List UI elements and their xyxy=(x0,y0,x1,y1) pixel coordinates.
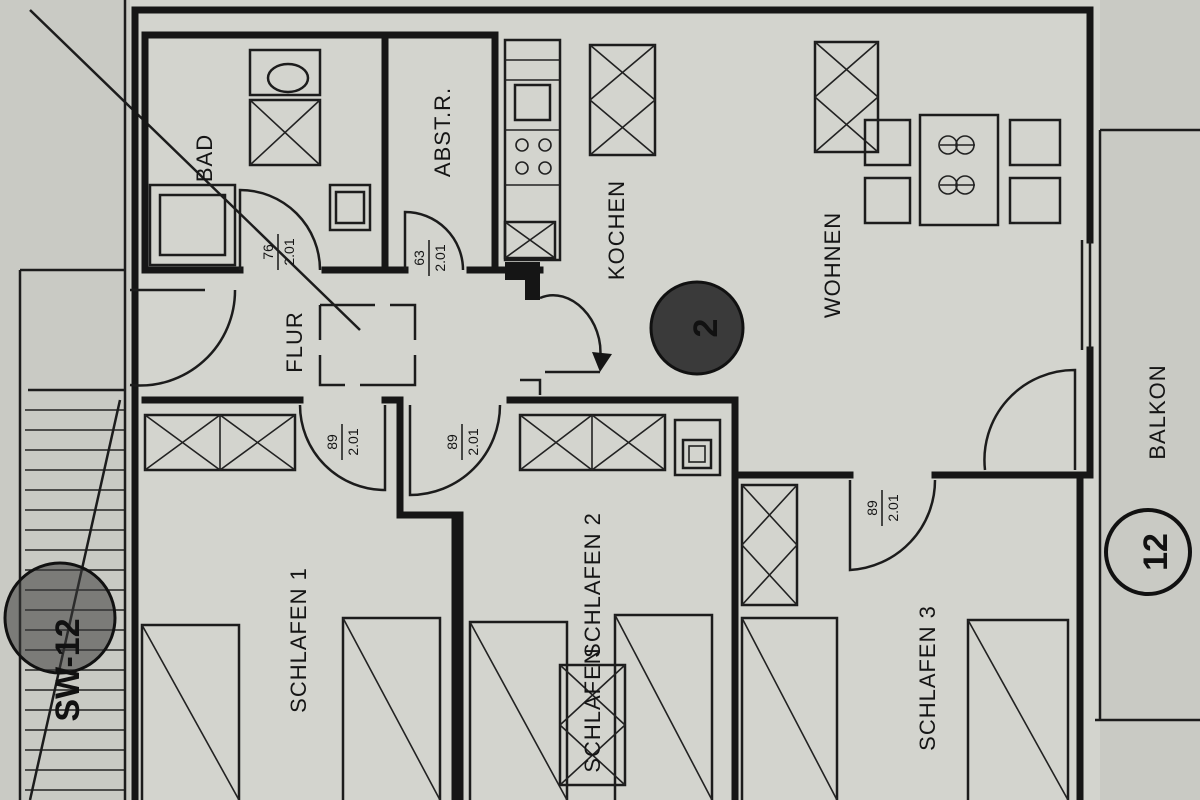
room-label-kochen: KOCHEN xyxy=(604,180,629,280)
room-label-abstellraum: ABST.R. xyxy=(430,87,455,177)
room-label-schlafen-2: SCHLAFEN 2 xyxy=(580,512,605,658)
unit-marker-balkon: 12 xyxy=(1104,508,1192,596)
room-label-balkon: BALKON xyxy=(1145,364,1170,459)
door-height: 2.01 xyxy=(281,238,297,265)
unit-marker-number: 2 xyxy=(687,319,725,338)
room-label-bad: BAD xyxy=(192,134,217,182)
door-width: 89 xyxy=(444,434,460,450)
door-dimension-bad: 76 2.01 xyxy=(260,234,297,270)
door-dimension-abstellraum: 63 2.01 xyxy=(411,240,448,276)
door-height: 2.01 xyxy=(465,428,481,455)
balcony-outline xyxy=(1095,128,1200,722)
door-height: 2.01 xyxy=(432,244,448,271)
room-label-flur: FLUR xyxy=(282,311,307,372)
door-dimension-schlafen-3: 89 2.01 xyxy=(864,490,901,526)
door-dimension-schlafen-2: 89 2.01 xyxy=(444,424,481,460)
door-height: 2.01 xyxy=(885,494,901,521)
door-swings xyxy=(129,188,1077,572)
arrow-head xyxy=(592,352,612,372)
stair-marker: SW-12 xyxy=(3,561,117,722)
room-label-wohnen: WOHNEN xyxy=(820,212,845,318)
bedroom-wardrobes xyxy=(143,413,799,607)
wall-cabinets xyxy=(588,40,880,157)
door-width: 76 xyxy=(260,244,276,260)
room-label-schlafen-3: SCHLAFEN 3 xyxy=(915,605,940,751)
room-label-schlafen-2-overlap: SCHLAFEN xyxy=(580,647,605,772)
door-dimension-schlafen-1: 89 2.01 xyxy=(324,424,361,460)
door-height: 2.01 xyxy=(345,428,361,455)
bathroom-fixtures xyxy=(148,48,372,267)
kitchen-counter xyxy=(503,38,562,300)
exterior-walls xyxy=(131,6,1094,800)
door-width: 89 xyxy=(864,500,880,516)
diagonal-leader-line xyxy=(29,9,361,331)
hallway-wardrobe xyxy=(318,303,417,387)
beds xyxy=(140,613,1070,800)
threshold-mark xyxy=(520,370,600,395)
unit-marker-center: 2 xyxy=(649,280,745,376)
door-width: 89 xyxy=(324,434,340,450)
dining-table xyxy=(863,113,1062,227)
door-width: 63 xyxy=(411,250,427,266)
room-label-schlafen-1: SCHLAFEN 1 xyxy=(286,567,311,713)
stair-marker-label: SW-12 xyxy=(49,618,87,721)
entrance-arrow xyxy=(539,294,602,361)
unit-marker-number: 12 xyxy=(1137,533,1175,571)
